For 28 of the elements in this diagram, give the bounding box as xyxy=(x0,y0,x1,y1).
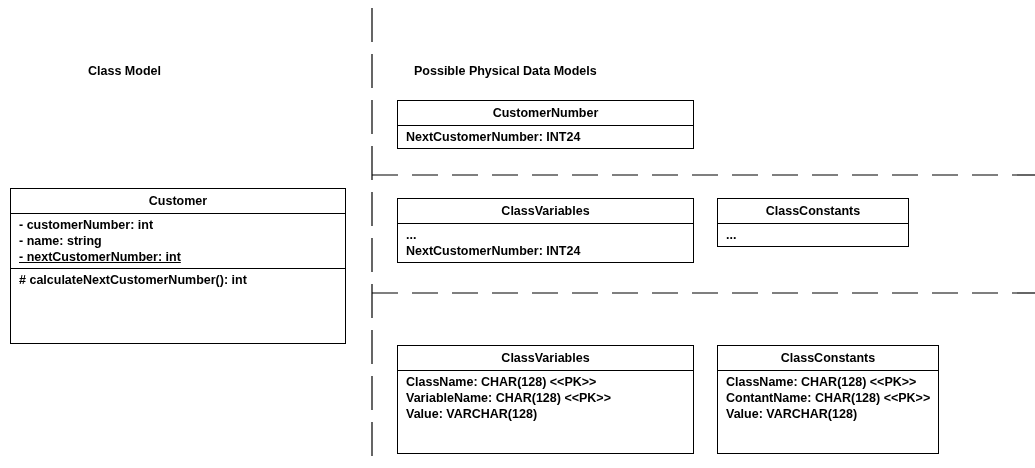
class-name: ClassConstants xyxy=(780,350,876,366)
table-box xyxy=(717,345,939,454)
attribute-text: - name: string xyxy=(19,233,103,249)
section-heading: Possible Physical Data Models xyxy=(414,64,597,78)
attribute-text: Value: VARCHAR(128) xyxy=(726,406,859,422)
attribute-text: VariableName: CHAR(128) <<PK>> xyxy=(406,390,612,406)
attribute-text: ClassName: CHAR(128) <<PK>> xyxy=(726,374,918,390)
table-box xyxy=(397,345,694,454)
class-box xyxy=(10,188,346,344)
attribute-text: ClassName: CHAR(128) <<PK>> xyxy=(406,374,598,390)
section-heading: Class Model xyxy=(88,64,161,78)
attribute-text: NextCustomerNumber: INT24 xyxy=(406,129,582,145)
attribute-text: ... xyxy=(406,227,418,243)
class-name: ClassVariables xyxy=(501,350,590,366)
attribute-text: Value: VARCHAR(128) xyxy=(406,406,539,422)
table-box xyxy=(397,100,694,149)
attribute-text: - customerNumber: int xyxy=(19,217,155,233)
class-name: Customer xyxy=(148,193,208,209)
class-name: ClassVariables xyxy=(501,203,590,219)
attribute-text: ContantName: CHAR(128) <<PK>> xyxy=(726,390,930,406)
table-box xyxy=(397,198,694,263)
class-name: ClassConstants xyxy=(765,203,861,219)
attribute-text: ... xyxy=(726,227,738,243)
attribute-text: NextCustomerNumber: INT24 xyxy=(406,243,582,259)
table-box xyxy=(717,198,909,247)
class-name: CustomerNumber xyxy=(492,105,599,121)
attribute-text: - nextCustomerNumber: int xyxy=(19,249,181,265)
method-text: # calculateNextCustomerNumber(): int xyxy=(19,272,248,288)
